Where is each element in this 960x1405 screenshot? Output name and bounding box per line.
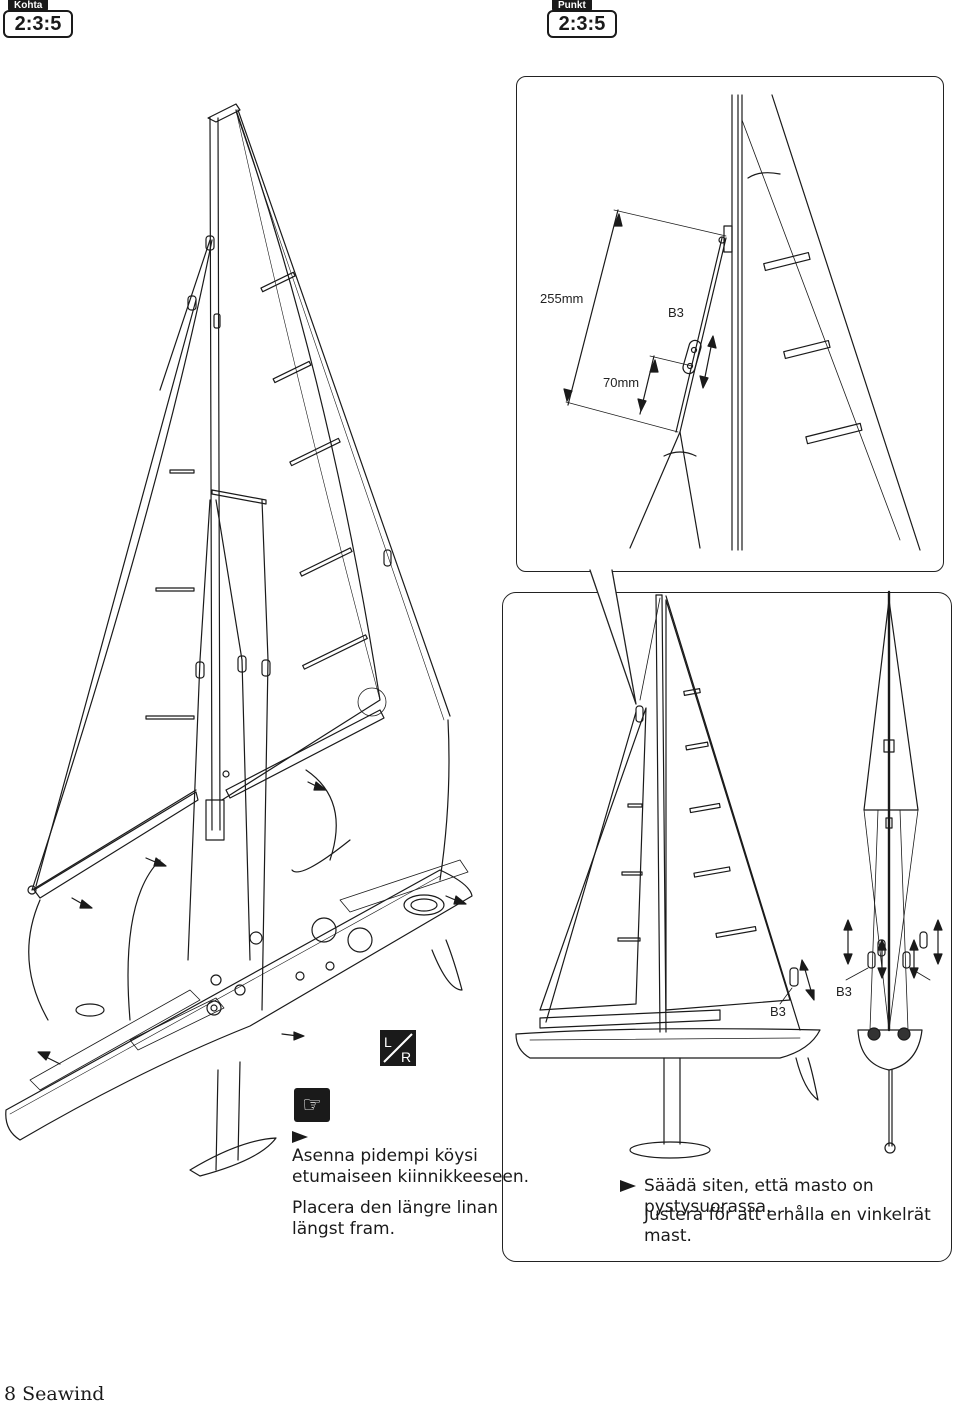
instruction-right-sv: Justera för att erhålla en vinkelrät mas…	[644, 1205, 931, 1246]
instruction-right-fi: Säädä siten, että masto on pystysuorassa…	[644, 1176, 874, 1217]
dimension-255-label: 255mm	[540, 291, 584, 306]
svg-text:R: R	[401, 1049, 411, 1065]
instruction-left-fi-line1: Asenna pidempi köysi	[292, 1146, 478, 1166]
side-view-boat	[515, 594, 821, 1159]
step-label-right: Punkt	[552, 0, 592, 12]
page-footer: 8 Seawind	[4, 1383, 104, 1405]
detail-callout	[516, 76, 944, 572]
instruction-left-sv-line1: Placera den längre linan	[292, 1198, 499, 1218]
manual-title: Seawind	[22, 1383, 105, 1405]
part-b3-label-side: B3	[770, 1004, 786, 1019]
dimension-70-label: 70mm	[603, 375, 640, 390]
bullet-arrow-right	[620, 1180, 636, 1192]
instruction-left-sv-line2: längst fram.	[292, 1219, 395, 1239]
front-view-boat	[843, 590, 943, 1154]
step-number-left: 2:3:5	[3, 10, 73, 38]
step-badge-left: Kohta 2:3:5	[0, 0, 76, 40]
adjust-panel	[502, 592, 952, 1262]
step-number-right: 2:3:5	[547, 10, 617, 38]
step-badge-right: Punkt 2:3:5	[544, 0, 620, 40]
detail-mast	[563, 94, 921, 551]
svg-text:L: L	[384, 1034, 392, 1050]
left-right-icon: L R	[380, 1030, 416, 1066]
part-b3-label-front: B3	[836, 984, 852, 999]
bullet-arrow-left	[292, 1131, 308, 1143]
instruction-left-sv: Placera den längre linan längst fram.	[292, 1198, 498, 1240]
instruction-left-fi: Asenna pidempi köysi etumaiseen kiinnikk…	[292, 1146, 529, 1188]
part-b3-label-detail: B3	[668, 305, 684, 320]
step-label-left: Kohta	[8, 0, 49, 12]
instruction-left-fi-line2: etumaiseen kiinnikkeeseen.	[292, 1167, 530, 1187]
pointing-hand-icon: ☞	[294, 1088, 330, 1122]
page-number: 8	[4, 1383, 17, 1405]
main-boat	[5, 103, 473, 1177]
